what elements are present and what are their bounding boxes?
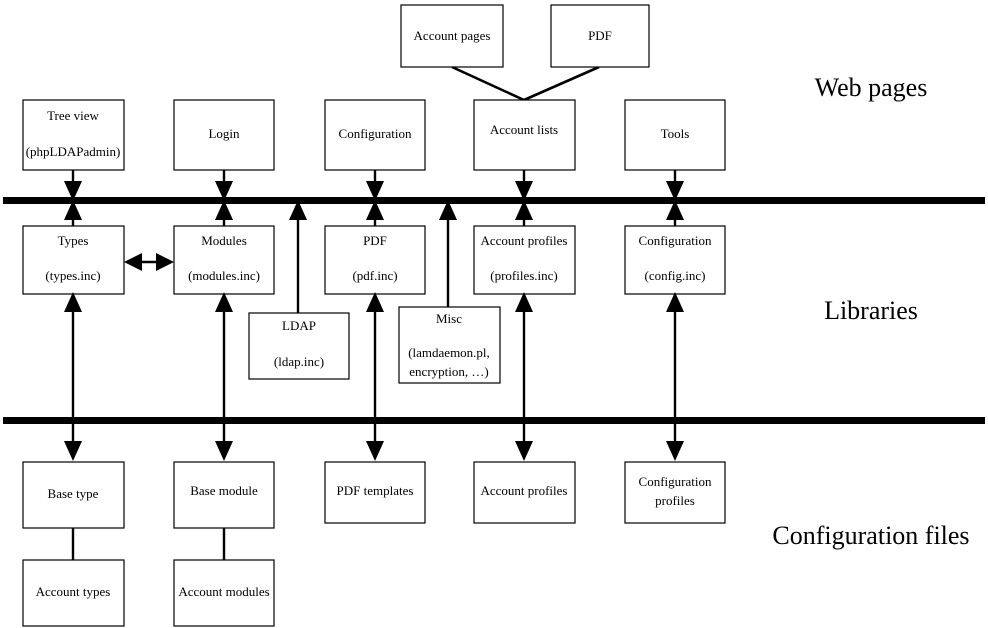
node-modules[interactable]: Modules (modules.inc) — [173, 225, 275, 295]
node-misc[interactable]: Misc (lamdaemon.pl, encryption, …) — [398, 306, 501, 384]
node-pdf-source-label: PDF — [588, 28, 612, 43]
fan-in-connectors — [451, 65, 600, 102]
node-account-profiles-lib[interactable]: Account profiles (profiles.inc) — [473, 225, 576, 295]
files-to-library-connectors — [64, 292, 684, 418]
node-tree-view-label: Tree view — [47, 108, 99, 123]
node-configuration-profiles-sublabel: profiles — [655, 493, 695, 508]
node-pdf-templates[interactable]: PDF templates — [324, 461, 426, 524]
node-account-pages-label: Account pages — [414, 28, 491, 43]
base-to-account-connectors — [71, 528, 226, 560]
node-misc-label: Misc — [436, 311, 462, 326]
types-modules-bidirectional-connector — [124, 253, 174, 271]
node-pdf-templates-label: PDF templates — [337, 483, 414, 498]
node-account-profiles-lib-sublabel: (profiles.inc) — [490, 268, 558, 283]
node-configuration-page-label: Configuration — [339, 126, 412, 141]
node-account-lists-label: Account lists — [490, 122, 558, 137]
node-configuration-profiles[interactable]: Configuration profiles — [624, 461, 726, 524]
node-account-modules[interactable]: Account modules — [173, 559, 275, 627]
node-configuration-lib[interactable]: Configuration (config.inc) — [624, 225, 726, 295]
node-ldap[interactable]: LDAP (ldap.inc) — [248, 312, 350, 380]
node-modules-sublabel: (modules.inc) — [188, 268, 260, 283]
node-tree-view-sublabel: (phpLDAPadmin) — [26, 144, 121, 159]
node-tools[interactable]: Tools — [624, 99, 726, 171]
node-account-lists[interactable]: Account lists — [473, 99, 576, 171]
node-tree-view[interactable]: Tree view (phpLDAPadmin) — [22, 99, 125, 171]
node-pdf-lib[interactable]: PDF (pdf.inc) — [324, 225, 426, 295]
node-pdf-lib-label: PDF — [363, 233, 387, 248]
tier-label-configuration-files: Configuration files — [772, 521, 969, 550]
tier-label-libraries: Libraries — [824, 296, 918, 325]
bus-to-files-connectors — [64, 423, 684, 461]
node-login-label: Login — [208, 126, 240, 141]
node-types[interactable]: Types (types.inc) — [22, 225, 125, 295]
webpage-to-bus-connectors — [64, 170, 684, 201]
node-modules-label: Modules — [201, 233, 247, 248]
node-configuration-lib-label: Configuration — [639, 233, 712, 248]
node-account-types-label: Account types — [36, 584, 111, 599]
node-misc-sublabel-2: encryption, …) — [409, 364, 488, 379]
node-pdf-lib-sublabel: (pdf.inc) — [352, 268, 397, 283]
node-configuration-profiles-label: Configuration — [639, 474, 712, 489]
node-tools-label: Tools — [661, 126, 690, 141]
node-types-label: Types — [58, 233, 89, 248]
node-login[interactable]: Login — [173, 99, 275, 171]
node-ldap-sublabel: (ldap.inc) — [274, 354, 324, 369]
node-pdf-source[interactable]: PDF — [550, 4, 650, 68]
node-types-sublabel: (types.inc) — [45, 268, 100, 283]
node-account-pages[interactable]: Account pages — [400, 4, 504, 68]
node-account-profiles-files[interactable]: Account profiles — [473, 461, 576, 524]
node-base-type[interactable]: Base type — [22, 461, 125, 529]
node-account-profiles-files-label: Account profiles — [480, 483, 567, 498]
node-ldap-label: LDAP — [282, 318, 316, 333]
node-account-modules-label: Account modules — [178, 584, 269, 599]
node-account-profiles-lib-label: Account profiles — [480, 233, 567, 248]
library-to-bus-connectors — [64, 200, 684, 313]
node-configuration-page[interactable]: Configuration — [324, 99, 426, 171]
node-misc-sublabel-1: (lamdaemon.pl, — [408, 345, 490, 360]
node-configuration-lib-sublabel: (config.inc) — [644, 268, 705, 283]
tier-label-web-pages: Web pages — [815, 73, 928, 102]
node-base-type-label: Base type — [48, 486, 99, 501]
node-account-types[interactable]: Account types — [22, 559, 125, 627]
node-base-module[interactable]: Base module — [173, 461, 275, 529]
node-base-module-label: Base module — [190, 483, 258, 498]
